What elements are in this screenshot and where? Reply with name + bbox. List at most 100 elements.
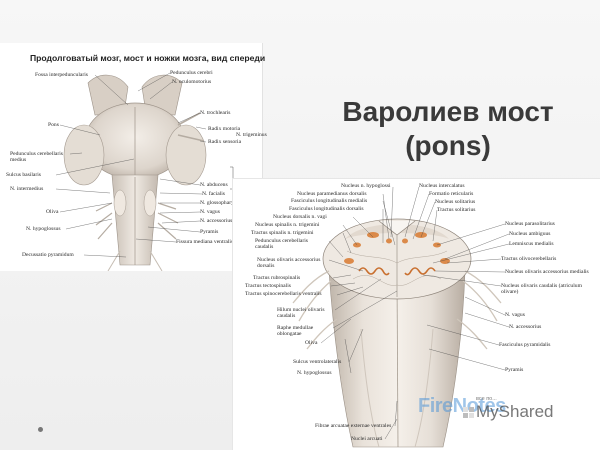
leader-line (342, 232, 352, 254)
leader-line (94, 74, 129, 106)
label-raphe-medullae-oblongatae: Raphe medullae oblongatae (277, 325, 314, 337)
slide-title: Варолиев мост (pons) (330, 95, 566, 163)
label-tractus-rubrospinalis: Tractus rubrospinalis (253, 275, 301, 281)
leader-line (147, 226, 201, 233)
leader-line (344, 338, 352, 374)
label-fibrae-arcuatae-externae-ventrales: Fibrae arcuatae externae ventrales (315, 423, 392, 429)
label-lemniscus-medialis: Lemniscus medialis (509, 241, 554, 247)
label-tractus-solitarius: Tractus solitarius (437, 207, 476, 213)
brainstem-ventral-view-illustration (55, 72, 234, 271)
leader-line (412, 193, 430, 240)
leader-line (69, 152, 83, 155)
label-tractus-tectospinalis: Tractus tectospinalis (245, 283, 291, 289)
leader-line (59, 124, 101, 136)
medulla-cross-section-illustration (292, 186, 510, 448)
leader-line (426, 324, 500, 346)
label-nucleus-paramedianus-dorsalis: Nucleus paramedianus dorsalis (297, 191, 367, 197)
leader-line (59, 202, 113, 213)
label-formatio-reticularis: Formatio reticularis (429, 191, 474, 197)
watermark-small-text: все по... (476, 396, 497, 402)
label-n-vagus-right: N. vagus (505, 312, 525, 318)
leader-line (428, 348, 506, 371)
leader-line (332, 274, 352, 279)
leader-line (159, 192, 203, 195)
watermark-myshared-text: MyShared (476, 402, 554, 421)
leader-line (83, 254, 127, 258)
label-nucleus-ambiguus: Nucleus ambiguus (509, 231, 551, 237)
label-n-hypoglossus-right: N. hypoglossus (297, 370, 332, 376)
watermark-firenotes-text: FireNotes (418, 395, 506, 417)
label-nuclei-arcuati: Nuclei arcuati (351, 436, 383, 442)
label-n-accessorius-right: N. accessorius (509, 324, 542, 330)
leader-line (330, 282, 356, 287)
label-n-facialis: N. facialis (202, 191, 225, 197)
leader-line (159, 178, 201, 186)
label-pyramis-right: Pyramis (505, 367, 524, 373)
leader-line (195, 126, 207, 130)
label-n-glossopharyngeus: N. glossopharyngeus (200, 200, 247, 206)
leader-line (464, 296, 506, 316)
label-pedunculus-cerebellaris-caudalis: Pedunculus cerebellaris caudalis (255, 238, 308, 250)
leader-line (177, 112, 201, 124)
leader-line (404, 186, 420, 238)
label-radix-motoria: Radix motoria (208, 126, 241, 132)
leader-line (320, 318, 352, 344)
leader-line (65, 218, 113, 230)
leader-line (328, 259, 364, 272)
leader-line (336, 286, 364, 296)
leader-line (135, 238, 177, 243)
label-n-oculomotorius: N. oculomotorius (172, 79, 212, 85)
leader-line (55, 158, 135, 176)
leader-line (382, 200, 396, 246)
label-pedunculus-cerebri: Pedunculus cerebri (170, 70, 213, 76)
label-tractus-spinocerebellaris-ventralis: Tractus spinocerebellaris ventralis (245, 291, 322, 297)
label-nucleus-olivaris-accessorius-dorsalis: Nucleus olivaris accessorius dorsalis (257, 257, 321, 269)
label-pyramis: Pyramis (200, 229, 219, 235)
leader-line (161, 220, 201, 224)
label-sulcus-basilaris: Sulcus basilaris (6, 172, 41, 178)
label-pons: Pons (48, 122, 59, 128)
label-n-abducens: N. abducens (200, 182, 228, 188)
leader-line (446, 258, 502, 264)
label-pedunculus-cerebellaris-medius: Pedunculus cerebellaris medius (10, 151, 63, 163)
label-n-trochlearis: N. trochlearis (200, 110, 231, 116)
leader-line (328, 240, 344, 258)
grid-icon (463, 407, 474, 418)
leader-line (334, 278, 382, 311)
label-fasciculus-longitudinalis-dorsalis: Fasciculus longitudinalis dorsalis (289, 206, 364, 212)
left-anatomy-figure: Продолговатый мозг, мост и ножки мозга, … (0, 43, 267, 271)
label-fasciculus-longitudinalis-medialis: Fasciculus longitudinalis medialis (291, 198, 368, 204)
leader-line (434, 270, 506, 273)
label-hilum-nuclei-olivaris-caudalis: Hilum nuclei olivaris caudalis (277, 307, 325, 319)
label-nucleus-parasolitarius: Nucleus parasolitarius (505, 221, 555, 227)
left-figure-caption: Продолговатый мозг, мост и ножки мозга, … (30, 53, 266, 63)
leader-line (390, 186, 394, 238)
label-decussatio-pyramidum: Decussatio pyramidum (22, 252, 74, 258)
leader-line (432, 243, 510, 264)
label-nucleus-intercalatus: Nucleus intercalatus (419, 183, 465, 189)
leader-line (348, 328, 364, 363)
leader-line (159, 211, 201, 214)
label-fissura-mediana-ventralis: Fissura mediana ventralis (176, 239, 234, 245)
leader-line (55, 188, 111, 194)
leader-line (436, 223, 506, 246)
label-nucleus-solitarius: Nucleus solitarius (435, 199, 476, 205)
label-tractus-olivocerebellaris: Tractus olivocerebellaris (501, 256, 557, 262)
label-tractus-spinalis-n-trigemini: Tractus spinalis n. trigemini (251, 230, 314, 236)
right-anatomy-figure: Nucleus n. hypoglossi Nucleus intercalat… (232, 178, 600, 450)
leader-line (342, 224, 358, 246)
label-nucleus-olivaris-accessorius-medialis: Nucleus olivaris accessorius medialis (505, 269, 589, 275)
label-nucleus-dorsalis-n-vagi: Nucleus dorsalis n. vagi (273, 214, 327, 220)
label-oliva: Oliva (46, 209, 59, 215)
leader-line (352, 216, 374, 238)
leader-line (382, 193, 390, 240)
label-radix-sensoria: Radix sensoria (208, 139, 242, 145)
leader-line (432, 209, 438, 242)
leader-line (422, 274, 502, 287)
label-nucleus-olivaris-caudalis: Nucleus olivaris caudalis (atriculum oli… (501, 283, 582, 295)
label-n-trigeminus: N. trigeminus (236, 132, 267, 138)
leader-line (464, 312, 510, 328)
label-nucleus-spinalis-n-trigemini: Nucleus spinalis n. trigemini (255, 222, 320, 228)
label-n-hypoglossus: N. hypoglossus (26, 226, 61, 232)
label-n-vagus: N. vagus (200, 209, 220, 215)
